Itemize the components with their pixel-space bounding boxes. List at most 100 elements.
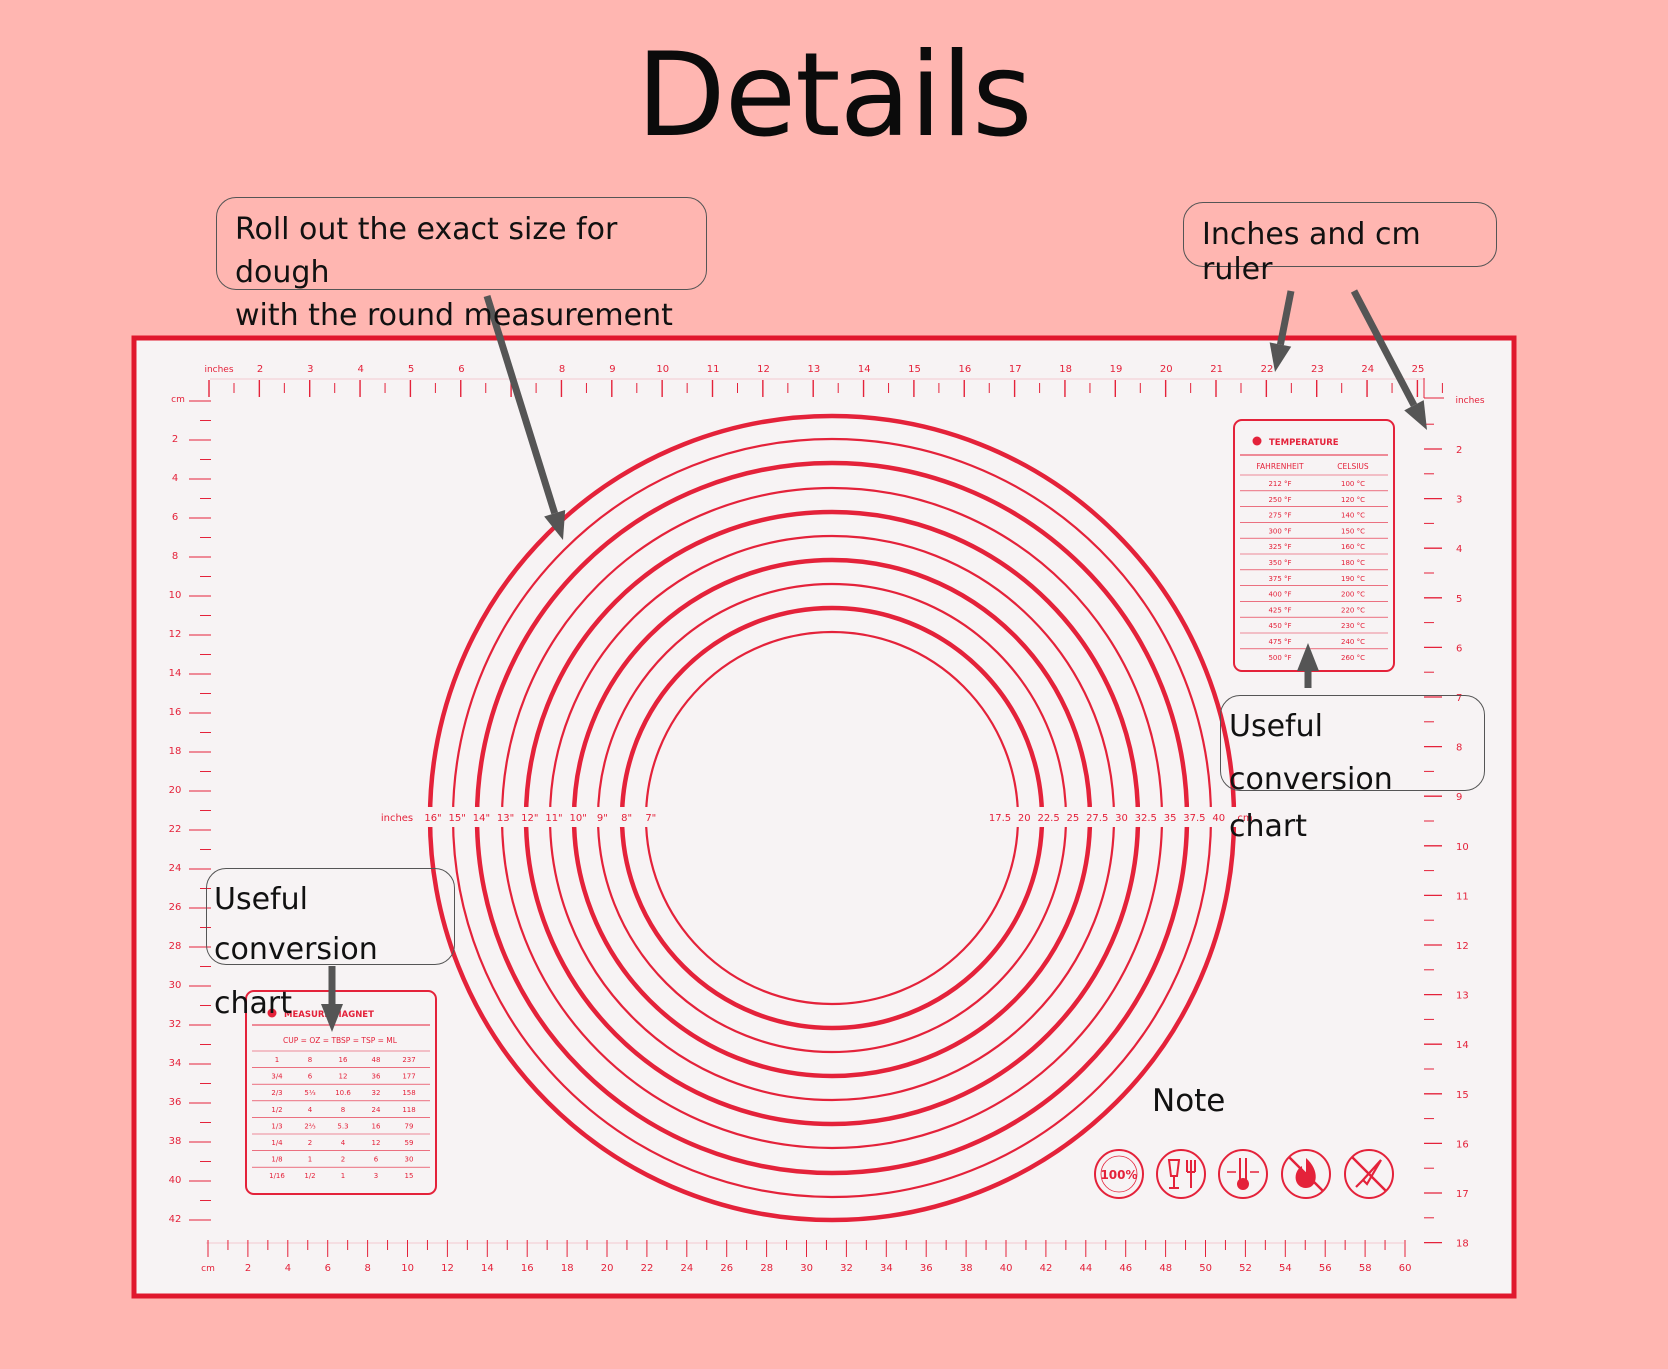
knife-shape	[1355, 1159, 1382, 1188]
bottom-ruler-label: 52	[1239, 1263, 1252, 1274]
note-label: Note	[1152, 1083, 1226, 1119]
circle-cm-label: 37.5	[1183, 813, 1205, 824]
top-ruler-label: 23	[1311, 364, 1324, 375]
measure-header: CUP = OZ = TBSP = TSP = ML	[283, 1036, 398, 1045]
left-ruler-unit: cm	[171, 395, 185, 405]
top-ruler-label: 10	[656, 364, 669, 375]
knife-slash	[1351, 1156, 1387, 1192]
right-ruler-label: 5	[1456, 594, 1462, 605]
measure-cell: 6	[374, 1156, 379, 1164]
measure-cell: 1/3	[271, 1122, 282, 1130]
measure-cell: 237	[402, 1056, 415, 1064]
bottom-ruler-label: 4	[285, 1263, 291, 1274]
temperature-cell-c: 180 °C	[1341, 559, 1365, 567]
circle-cm-label: 22.5	[1037, 813, 1059, 824]
measure-cell: 2	[308, 1139, 312, 1147]
right-ruler-label: 2	[1456, 445, 1462, 456]
right-ruler-label: 13	[1456, 991, 1469, 1002]
temperature-cell-c: 200 °C	[1341, 591, 1365, 599]
right-ruler-label: 18	[1456, 1239, 1469, 1250]
circle-cm-label: 40	[1212, 813, 1225, 824]
left-ruler-label: 42	[169, 1214, 182, 1225]
circle-inch-label: 16"	[424, 813, 441, 824]
measure-cell: 5⅓	[304, 1089, 315, 1097]
circle-cm-label: 25	[1067, 813, 1080, 824]
bottom-ruler-label: 48	[1159, 1263, 1172, 1274]
silicone-inner-ring	[1100, 1155, 1138, 1193]
measure-cell: 6	[308, 1073, 313, 1081]
circle-cm-label: 17.5	[989, 813, 1011, 824]
arrow-to-circles-shaft	[483, 294, 559, 515]
temperature-cell-c: 120 °C	[1341, 496, 1365, 504]
measure-cell: 8	[341, 1106, 345, 1114]
left-ruler-label: 26	[169, 902, 182, 913]
circle-cm-label: 20	[1018, 813, 1031, 824]
top-ruler-label: 11	[707, 364, 720, 375]
circle-inch-label: 9"	[597, 813, 608, 824]
temperature-cell-f: 325 °F	[1268, 543, 1291, 551]
measure-cell: 177	[402, 1073, 415, 1081]
temperature-cell-f: 275 °F	[1268, 512, 1291, 520]
bottom-ruler-label: 60	[1399, 1263, 1412, 1274]
right-ruler-label: 4	[1456, 544, 1462, 555]
right-ruler-label: 10	[1456, 842, 1469, 853]
circle-inch-label: 15"	[449, 813, 466, 824]
left-ruler-label: 22	[169, 824, 182, 835]
measure-cell: 12	[339, 1073, 348, 1081]
food-safe-icon	[1156, 1149, 1206, 1199]
bottom-ruler-label: 2	[245, 1263, 251, 1274]
measure-cell: 10.6	[335, 1089, 351, 1097]
measure-cell: 2/3	[271, 1089, 282, 1097]
arrow-to-side-ruler-head	[1404, 400, 1427, 430]
temperature-cell-c: 150 °C	[1341, 527, 1365, 535]
top-ruler-label: 4	[358, 364, 364, 375]
measure-cell: 3/4	[271, 1073, 283, 1081]
bottom-ruler-label: 10	[401, 1263, 414, 1274]
wine-glass-shape	[1167, 1159, 1181, 1189]
bottom-ruler-label: 58	[1359, 1263, 1372, 1274]
temperature-cell-f: 212 °F	[1268, 480, 1291, 488]
right-ruler-unit: inches	[1455, 396, 1484, 406]
measure-cell: 48	[372, 1056, 381, 1064]
thermometer-stem	[1239, 1158, 1247, 1180]
left-ruler-label: 10	[169, 590, 182, 601]
circle-inch-label: 7"	[645, 813, 656, 824]
right-ruler-label: 6	[1456, 643, 1462, 654]
bottom-ruler-label: 20	[601, 1263, 614, 1274]
left-ruler-label: 30	[169, 980, 182, 991]
measure-cell: 1/2	[304, 1172, 315, 1180]
left-ruler-label: 40	[169, 1175, 182, 1186]
callout-temp-line1: Useful conversion	[1229, 709, 1393, 797]
top-ruler-label: 14	[858, 364, 871, 375]
measure-cell: 36	[372, 1073, 381, 1081]
temperature-header-c: CELSIUS	[1337, 462, 1369, 471]
fork-shape	[1186, 1160, 1196, 1188]
bottom-ruler-label: 26	[720, 1263, 733, 1274]
left-ruler-label: 16	[169, 707, 182, 718]
temperature-chart-border	[1233, 419, 1395, 672]
left-ruler-label: 32	[169, 1019, 182, 1030]
temperature-cell-f: 425 °F	[1268, 606, 1291, 614]
bottom-ruler-label: 16	[521, 1263, 534, 1274]
measure-cell: 1	[308, 1156, 312, 1164]
measure-cell: 12	[372, 1139, 381, 1147]
left-ruler-label: 12	[169, 629, 182, 640]
top-ruler-label: 18	[1059, 364, 1072, 375]
temperature-cell-f: 300 °F	[1268, 527, 1291, 535]
temperature-cell-c: 260 °C	[1341, 654, 1365, 662]
no-knife-icon	[1344, 1149, 1394, 1199]
silicone-percent: 100%	[1100, 1168, 1137, 1182]
temperature-cell-c: 140 °C	[1341, 512, 1365, 520]
measure-chart-border	[245, 990, 437, 1195]
top-ruler-label: 25	[1412, 364, 1425, 375]
circle-inch-label: 12"	[521, 813, 538, 824]
no-knife-icon-ring	[1344, 1149, 1394, 1199]
measure-cell: 15	[405, 1172, 414, 1180]
right-ruler-label: 7	[1456, 693, 1462, 704]
callout-measure-chart: Useful conversion chart	[206, 868, 455, 1021]
measure-cell: 4	[341, 1139, 346, 1147]
left-ruler-label: 36	[169, 1097, 182, 1108]
temperature-cell-f: 250 °F	[1268, 496, 1291, 504]
temperature-cell-f: 375 °F	[1268, 575, 1291, 583]
